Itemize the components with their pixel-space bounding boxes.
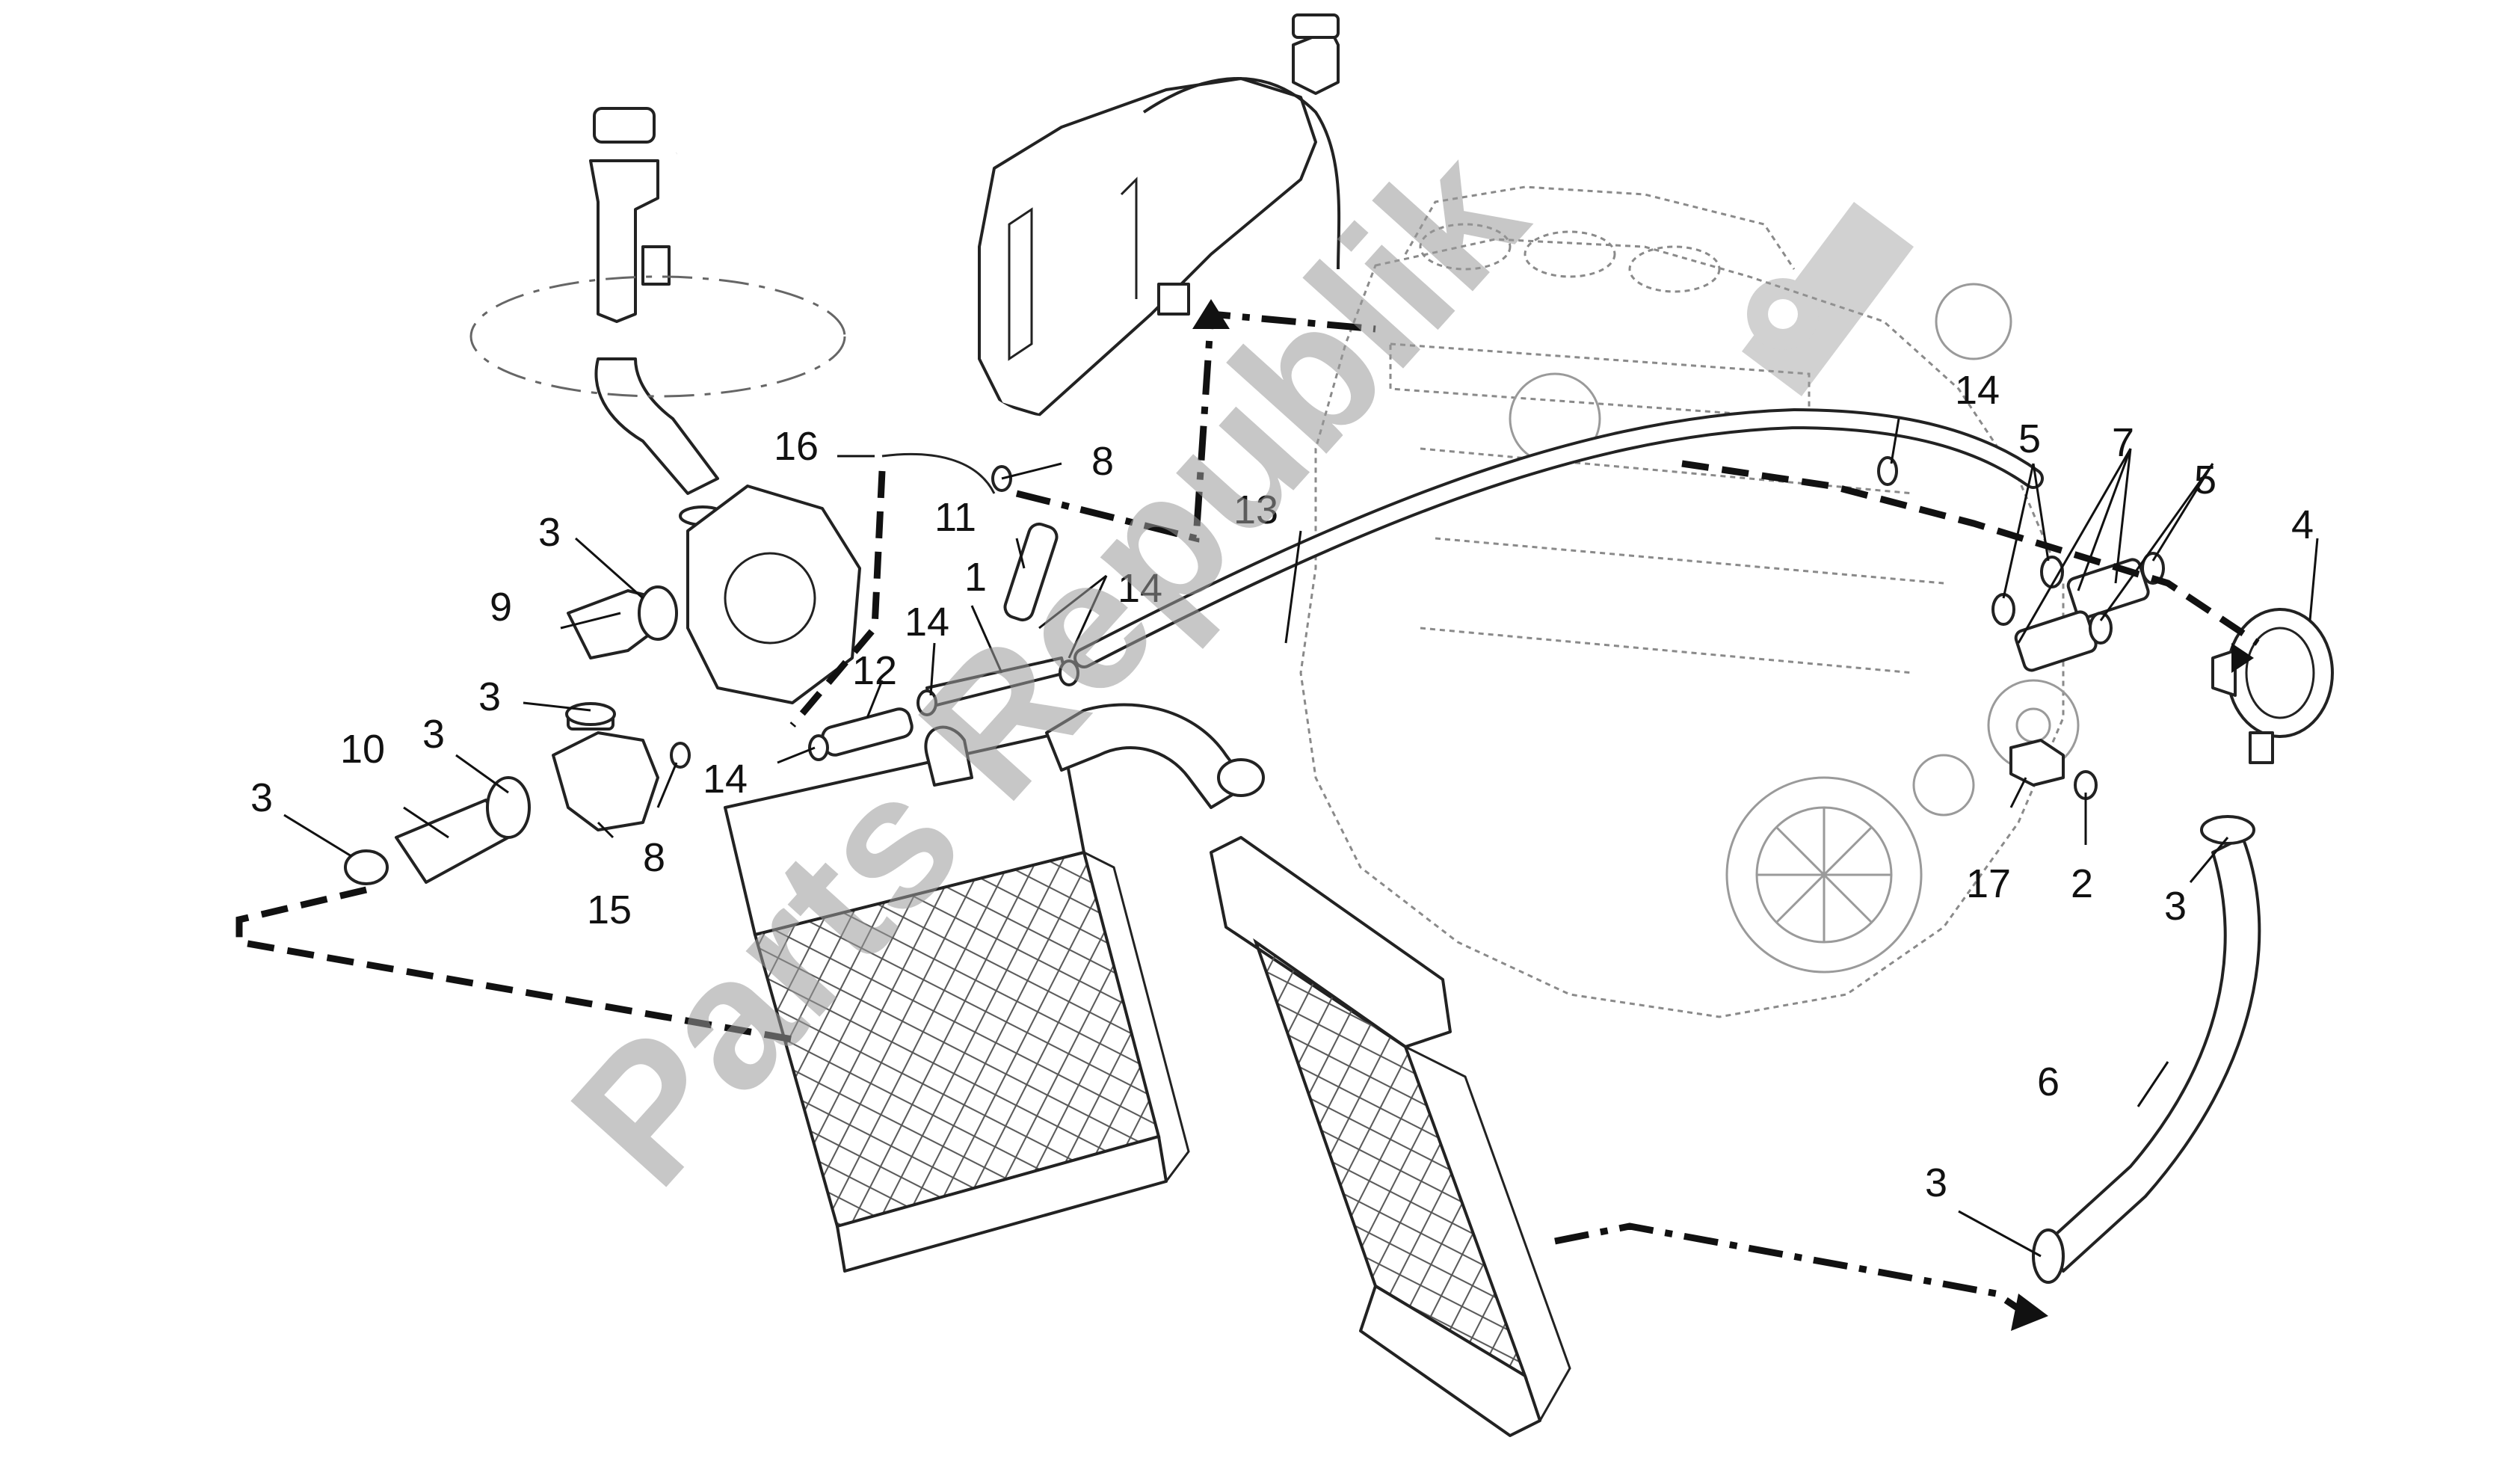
flow-line-left-radiator bbox=[235, 886, 793, 1043]
watermark-gear-icon bbox=[1742, 202, 1914, 396]
callout-3-pump: 3 bbox=[538, 510, 561, 555]
pipe-7-pair bbox=[2014, 558, 2150, 672]
callout-5-right: 5 bbox=[2194, 458, 2216, 502]
expansion-tank bbox=[978, 13, 1340, 416]
callout-17: 17 bbox=[1966, 861, 2011, 906]
clamp-3-hose-10 bbox=[486, 776, 531, 839]
o-ring-14-top-right bbox=[1877, 456, 1898, 486]
right-radiator bbox=[1210, 836, 1571, 1437]
callout-14-center: 14 bbox=[905, 600, 949, 645]
callout-6: 6 bbox=[2037, 1060, 2060, 1104]
callout-3-hose-10: 3 bbox=[422, 712, 445, 757]
callout-1: 1 bbox=[964, 555, 987, 600]
clamp-3-pump bbox=[638, 585, 678, 641]
filler-dashed-loop bbox=[469, 275, 846, 398]
water-pump-cover bbox=[686, 485, 861, 704]
clamp-3-thermostat bbox=[565, 702, 616, 726]
callout-12: 12 bbox=[852, 648, 897, 693]
o-ring-5-d bbox=[2089, 612, 2113, 645]
o-ring-14-left bbox=[808, 734, 829, 761]
o-ring-5-b bbox=[1991, 593, 2015, 626]
callout-10: 10 bbox=[340, 727, 385, 772]
filler-neck bbox=[589, 107, 727, 526]
callout-3-hose-6-top: 3 bbox=[2164, 884, 2187, 929]
thermostat-cover-4 bbox=[2211, 608, 2334, 764]
callout-4: 4 bbox=[2291, 502, 2314, 547]
callout-3-left-end: 3 bbox=[250, 775, 273, 820]
callout-14-left: 14 bbox=[703, 757, 748, 802]
o-ring-5-c bbox=[2141, 552, 2165, 585]
hose-13-inner bbox=[1076, 410, 2041, 665]
clamp-3-hose-6-bottom bbox=[2032, 1228, 2065, 1284]
left-radiator bbox=[724, 725, 1190, 1273]
flow-line-right-radiator bbox=[1554, 1222, 2021, 1311]
callout-8-left: 8 bbox=[643, 835, 665, 880]
flow-line-pipes bbox=[1681, 460, 2260, 646]
callout-16: 16 bbox=[774, 424, 819, 469]
overflow-hose-inner bbox=[675, 136, 1055, 421]
callout-13: 13 bbox=[1233, 488, 1278, 532]
callout-11: 11 bbox=[934, 495, 976, 540]
thermostat-housing-15 bbox=[552, 709, 659, 831]
clamp-3-radiator-inlet bbox=[1217, 758, 1265, 797]
o-ring-14-middle bbox=[1059, 659, 1079, 686]
tank-vent-hose bbox=[1142, 77, 1341, 270]
callout-3-thermostat: 3 bbox=[478, 674, 501, 719]
leader-lines bbox=[283, 418, 2319, 1258]
callout-2: 2 bbox=[2071, 861, 2093, 906]
callout-3-hose-6-bottom: 3 bbox=[1925, 1160, 1947, 1205]
callout-5-left: 5 bbox=[2018, 416, 2041, 461]
hose-6 bbox=[2047, 836, 2261, 1273]
callout-7: 7 bbox=[2112, 420, 2134, 465]
clamp-3-left-end bbox=[344, 849, 389, 885]
o-ring-14-center bbox=[916, 689, 937, 716]
pipe-11 bbox=[1003, 522, 1059, 622]
flow-arrow-cover bbox=[2231, 643, 2254, 673]
callout-14-top-right: 14 bbox=[1955, 368, 2000, 413]
callout-15: 15 bbox=[587, 888, 632, 932]
o-ring-8-left bbox=[670, 742, 691, 769]
clamp-3-hose-6-top bbox=[2200, 815, 2255, 845]
flow-line-top bbox=[1015, 310, 1376, 543]
callout-9: 9 bbox=[490, 585, 512, 630]
callout-8-top: 8 bbox=[1091, 439, 1114, 484]
flow-arrow-right-radiator bbox=[2011, 1294, 2048, 1331]
flow-line-hose-16 bbox=[789, 470, 886, 728]
temperature-sensor-17 bbox=[2009, 739, 2065, 787]
flow-arrow-tank bbox=[1192, 299, 1230, 329]
callout-14-middle: 14 bbox=[1118, 566, 1162, 611]
hose-16 bbox=[881, 453, 996, 494]
